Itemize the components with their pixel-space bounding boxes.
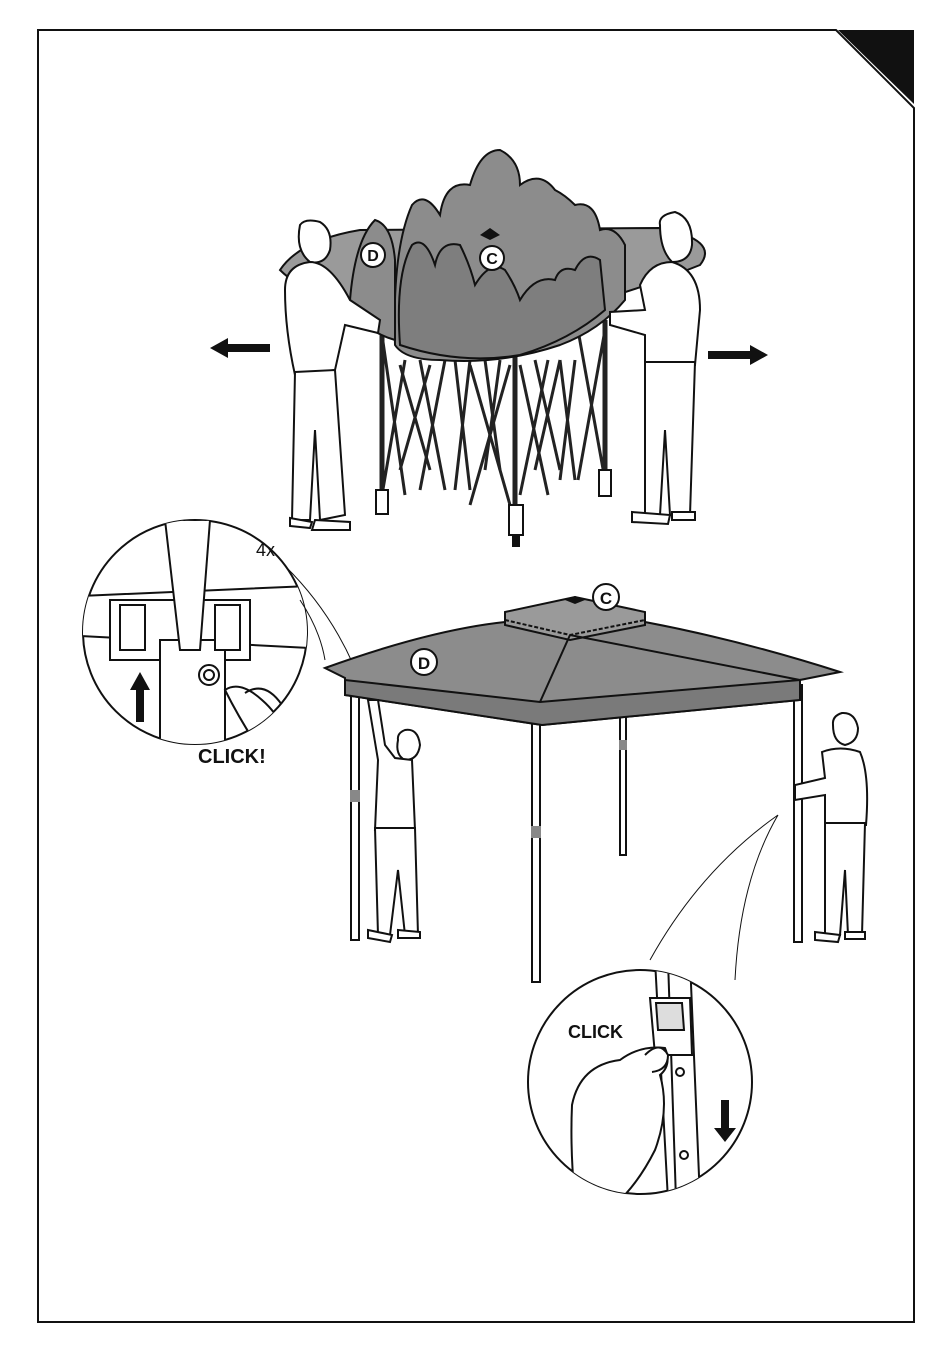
gazebo-roof (325, 597, 840, 725)
svg-text:D: D (367, 248, 379, 265)
person-reaching (368, 700, 420, 942)
click-label-right: CLICK (568, 1022, 623, 1042)
arrow-right-icon (708, 345, 768, 365)
detail-slide-circle: CLICK (528, 815, 778, 1200)
marker-c-bottom: C (593, 584, 619, 610)
click-label-left: CLICK! (198, 746, 266, 768)
detail-lock-circle: 4x CLICK! (80, 520, 365, 768)
svg-text:D: D (418, 654, 430, 673)
marker-d-top: D (361, 243, 385, 267)
count-label: 4x (256, 540, 275, 560)
step-unfold-illustration: D C (210, 150, 768, 547)
arrow-left-icon (210, 338, 270, 358)
person-pole (795, 713, 867, 942)
marker-c-top: C (480, 246, 504, 270)
corner-tab-icon (838, 30, 914, 104)
marker-d-bottom: D (411, 649, 437, 675)
svg-text:C: C (600, 589, 612, 608)
callout-line-right (650, 815, 778, 980)
step-raise-illustration: C D (325, 584, 867, 982)
svg-text:C: C (486, 251, 498, 268)
